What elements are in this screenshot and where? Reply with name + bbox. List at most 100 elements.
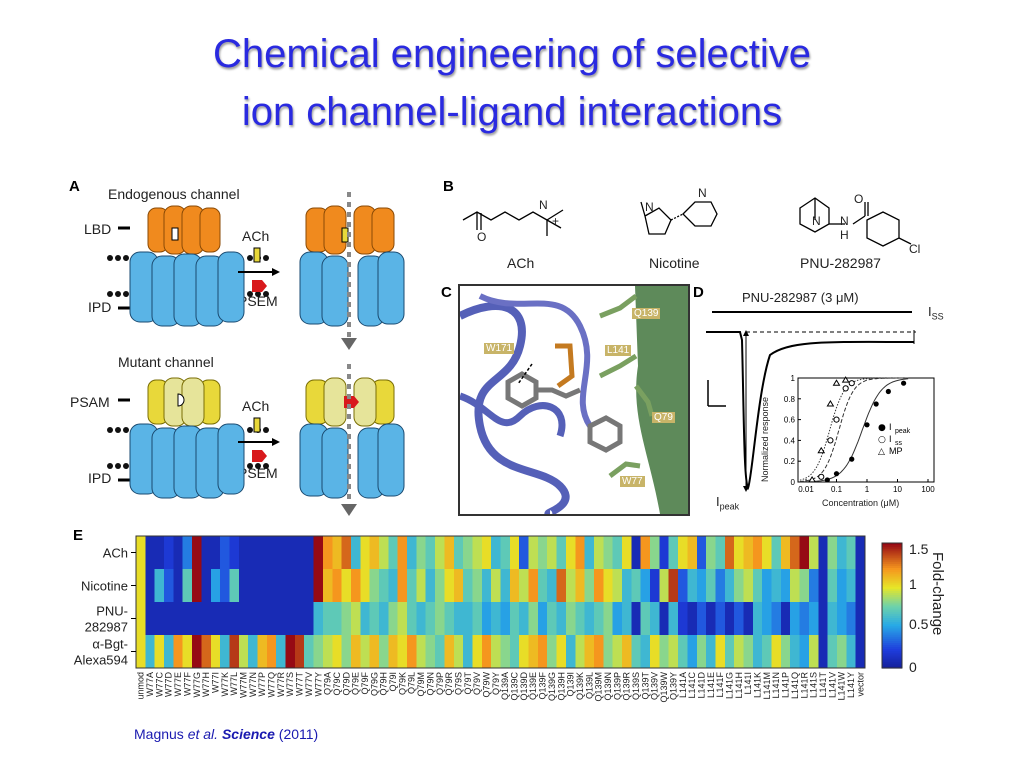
heatmap-cell	[565, 602, 576, 636]
heatmap-cell	[584, 569, 595, 603]
heatmap-row-label: Alexa594	[74, 653, 128, 668]
heatmap-cell	[846, 536, 857, 570]
heatmap-cell	[650, 602, 660, 636]
heatmap-cell	[659, 602, 670, 636]
heatmap-cell	[276, 635, 287, 669]
heatmap-cell	[201, 602, 212, 636]
heatmap-column-label: Q79N	[425, 672, 435, 696]
heatmap-cell	[519, 536, 530, 570]
heatmap-cell	[603, 635, 614, 669]
heatmap-cell	[294, 569, 305, 603]
heatmap-column-label: L141N	[771, 672, 781, 699]
heatmap-cell	[528, 536, 539, 570]
colorbar-segment	[882, 557, 902, 561]
panel-a-letter: A	[69, 178, 80, 195]
panel-d-drug-label: PNU-282987 (3 μM)	[742, 290, 859, 305]
colorbar-segment	[882, 574, 902, 577]
heatmap-cell	[285, 536, 296, 570]
colorbar-segment	[882, 620, 902, 623]
heatmap-column-label: W77K	[220, 672, 230, 697]
heatmap-column-label: Q79F	[360, 672, 370, 695]
colorbar-segment	[882, 563, 902, 567]
colorbar-segment	[882, 659, 902, 663]
colorbar-segment	[882, 628, 902, 632]
heatmap-cell	[743, 536, 754, 570]
heatmap-cell	[631, 569, 642, 603]
heatmap-cell	[360, 602, 371, 636]
panel-c-letter: C	[441, 284, 452, 301]
heatmap-cell	[556, 569, 567, 603]
heatmap-cell	[500, 536, 511, 570]
heatmap-column-label: W77V	[304, 672, 314, 697]
heatmap-cell	[182, 569, 193, 603]
heatmap-cell	[154, 635, 165, 669]
heatmap-cell	[248, 536, 259, 570]
heatmap-cell	[678, 569, 689, 603]
heatmap-cell	[229, 602, 240, 636]
heatmap-cell	[416, 635, 427, 669]
heatmap-cell	[678, 635, 689, 669]
colorbar-segment	[882, 605, 902, 609]
colorbar-segment	[882, 638, 902, 642]
heatmap-column-label: W77A	[145, 672, 155, 697]
heatmap-cell	[790, 569, 801, 603]
residue-w77: W77	[620, 476, 645, 487]
heatmap-cell	[500, 602, 511, 636]
heatmap-cell	[388, 569, 399, 603]
inset-xlabel: Concentration (μM)	[822, 498, 900, 508]
heatmap-column-label: Q139K	[575, 672, 585, 700]
heatmap-column-label: L141S	[809, 672, 819, 698]
heatmap-column-label: Q139I	[566, 672, 576, 697]
inset-xtick-label: 1	[865, 485, 870, 494]
heatmap-cell	[556, 536, 567, 570]
colorbar-segment	[882, 543, 902, 546]
heatmap-cell	[855, 569, 866, 603]
heatmap-cell	[266, 569, 277, 603]
colorbar-segment	[882, 578, 902, 582]
heatmap-cell	[668, 635, 679, 669]
heatmap-cell	[416, 569, 427, 603]
heatmap-row-label: α-Bgt-	[92, 637, 128, 652]
mutant-channel-open	[299, 364, 405, 516]
heatmap-cell	[734, 602, 745, 636]
colorbar-segment	[882, 665, 902, 669]
pnu-n-atom: N	[812, 214, 821, 228]
heatmap-cell	[388, 536, 399, 570]
heatmap-cell	[164, 635, 174, 669]
heatmap-column-label: L141E	[706, 672, 716, 698]
heatmap-cell	[659, 569, 670, 603]
heatmap-cell	[743, 569, 754, 603]
heatmap-cell	[154, 569, 165, 603]
heatmap-cell	[313, 536, 324, 570]
heatmap-column-label: W77M	[238, 672, 248, 698]
heatmap-cell	[724, 602, 735, 636]
colorbar-segment	[882, 545, 902, 548]
heatmap-column-label: L141H	[734, 672, 744, 699]
heatmap-cell	[640, 602, 651, 636]
pnu-nh-atom: N	[840, 214, 849, 228]
heatmap-cell	[332, 536, 343, 570]
inset-point-iss	[818, 473, 825, 480]
heatmap-cell	[341, 536, 352, 570]
heatmap-cell	[575, 536, 586, 570]
heatmap-cell	[341, 635, 352, 669]
nicotine-n-atom: N	[645, 200, 654, 214]
inset-point-iss	[827, 437, 834, 444]
heatmap-cell	[836, 602, 847, 636]
heatmap-cell	[808, 536, 819, 570]
heatmap-cell	[407, 602, 417, 636]
heatmap-cell	[818, 536, 829, 570]
colorbar-segment	[882, 572, 902, 575]
inset-xtick-label: 10	[893, 485, 902, 494]
heatmap-cell	[836, 536, 847, 570]
heatmap-column-label: W77S	[285, 672, 295, 697]
heatmap-cell	[136, 635, 146, 669]
inset-ytick-label: 0	[791, 478, 796, 487]
heatmap-cell	[715, 635, 726, 669]
heatmap-cell	[173, 602, 184, 636]
heatmap-cell	[425, 536, 436, 570]
heatmap-cell	[173, 569, 184, 603]
heatmap-cell	[724, 536, 735, 570]
heatmap-cell	[612, 635, 623, 669]
heatmap-cell	[453, 536, 464, 570]
